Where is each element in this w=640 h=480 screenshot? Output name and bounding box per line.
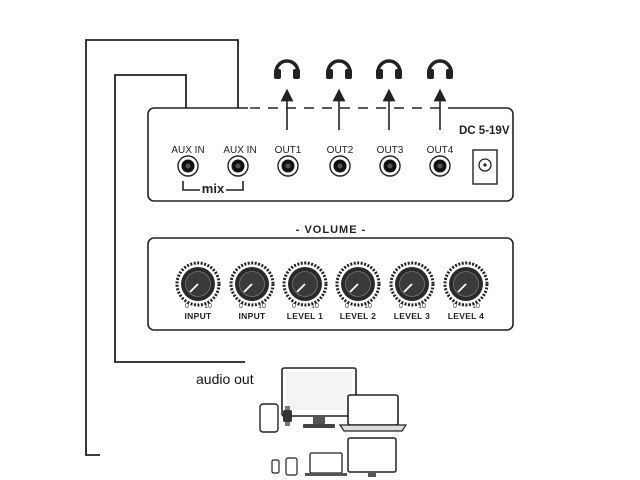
knob-label: INPUT [238,311,266,321]
knob-scale-min: 0 [292,303,296,310]
knob-label: LEVEL 4 [447,311,485,321]
dc-power-jack [472,149,498,185]
aux-in-label-2: AUX IN [223,145,257,156]
knob-pointer [457,283,467,293]
volume-panel [147,237,514,331]
volume-knob-2[interactable] [229,261,275,307]
phone-icon [271,457,298,476]
knob-scale-min: 0 [399,303,403,310]
volume-title: - VOLUME - [295,224,367,236]
aux-in-jack-2 [227,155,249,177]
knob-label: LEVEL 3 [393,311,431,321]
aux-in-jack-1 [177,155,199,177]
knob-pointer [189,283,199,293]
aux-in-label-1: AUX IN [171,145,205,156]
cable-aux-in-1 [114,74,245,363]
laptop-icon [338,394,408,432]
dc-voltage-label: DC 5-19V [459,125,510,137]
out3-jack [379,155,401,177]
out2-jack [329,155,351,177]
mix-label: mix [201,181,225,196]
out1-label: OUT1 [274,145,302,156]
out4-jack [429,155,451,177]
headphones-icon [326,59,352,79]
volume-knob-6[interactable] [443,261,489,307]
volume-knob-4[interactable] [335,261,381,307]
tablet-icon [259,403,279,433]
mix-bracket [182,181,244,191]
monitor-icon [347,437,397,477]
knob-scale-max: 10 [204,303,212,310]
knob-scale-max: 10 [418,303,426,310]
laptop-icon [305,452,347,476]
knob-pointer [403,283,413,293]
volume-knob-1[interactable] [175,261,221,307]
headphones-icon [274,59,300,79]
knob-scale-max: 10 [311,303,319,310]
knob-scale-max: 10 [472,303,480,310]
volume-knob-5[interactable] [389,261,435,307]
volume-knob-3[interactable] [282,261,328,307]
knob-label: LEVEL 1 [286,311,324,321]
knob-pointer [296,283,306,293]
knob-scale-max: 10 [258,303,266,310]
knob-scale-min: 0 [239,303,243,310]
knob-pointer [243,283,253,293]
out2-label: OUT2 [326,145,354,156]
cable-aux-in-2 [85,39,246,456]
headphones-icon [427,59,453,79]
audio-out-label: audio out [196,371,254,387]
knob-scale-max: 10 [364,303,372,310]
smartwatch-icon [283,406,292,426]
knob-scale-min: 0 [345,303,349,310]
desktop-monitor-icon [281,367,357,428]
knob-scale-min: 0 [185,303,189,310]
knob-label: LEVEL 2 [339,311,377,321]
knob-label: INPUT [184,311,212,321]
out4-label: OUT4 [426,145,454,156]
knob-pointer [349,283,359,293]
out3-label: OUT3 [376,145,404,156]
out1-jack [277,155,299,177]
knob-scale-min: 0 [453,303,457,310]
headphones-icon [376,59,402,79]
